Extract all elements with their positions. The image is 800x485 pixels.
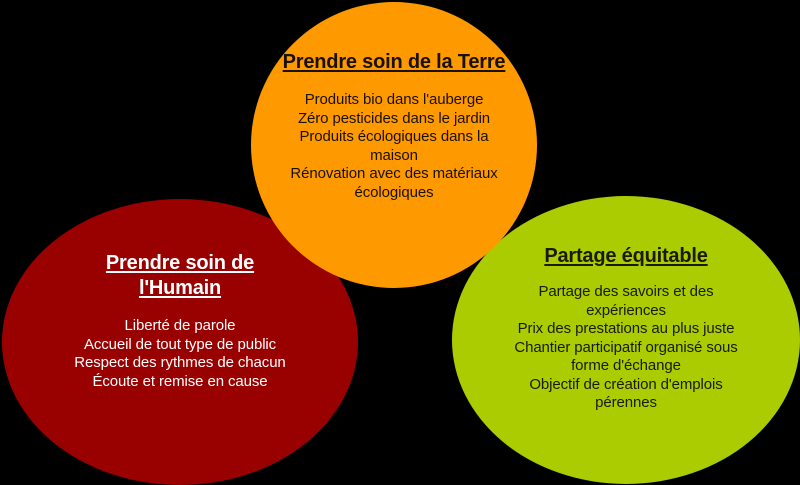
circle-body-partage: Partage des savoirs et des expériences P… (514, 283, 738, 411)
circle-body-terre: Produits bio dans l'auberge Zéro pestici… (290, 91, 498, 201)
circle-partage-equitable: Partage équitable Partage des savoirs et… (452, 196, 800, 484)
circle-title-terre: Prendre soin de la Terre (282, 51, 506, 73)
circle-title-partage: Partage équitable (544, 245, 708, 267)
circle-body-humain: Liberté de parole Accueil de tout type d… (74, 317, 286, 390)
circle-title-humain: Prendre soin de l'Humain (105, 252, 255, 299)
circle-prendre-soin-de-la-terre: Prendre soin de la Terre Produits bio da… (251, 2, 537, 288)
